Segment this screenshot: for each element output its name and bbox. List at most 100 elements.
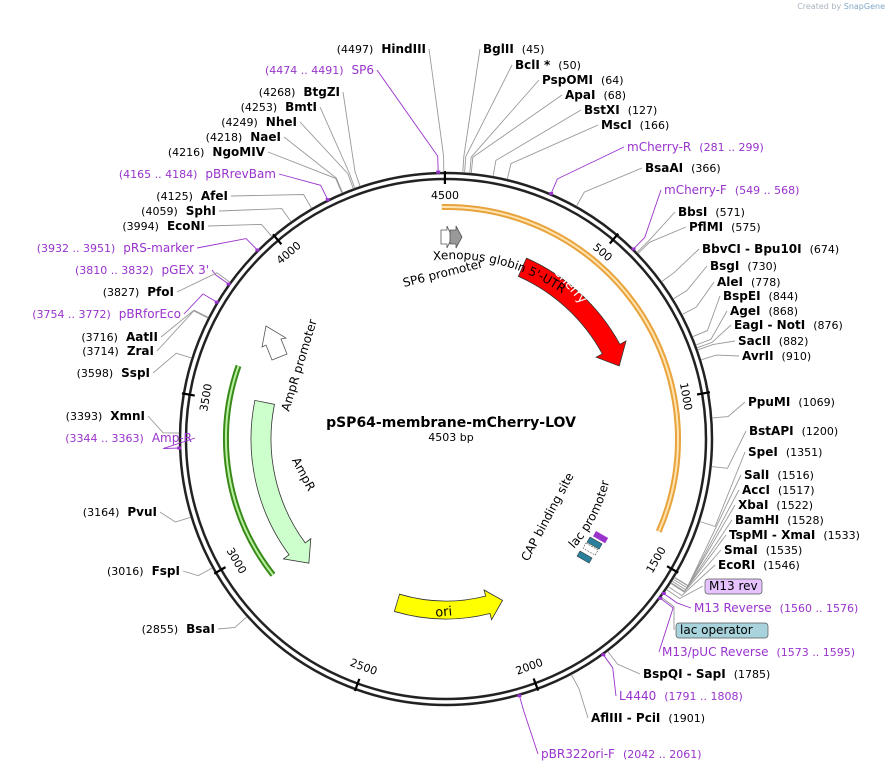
site-label-text: BspQI - SapI(1785) — [643, 667, 770, 681]
site-label-text: ApaI(68) — [565, 88, 626, 102]
site-name: XbaI — [738, 498, 768, 512]
ampr-feature-arrow[interactable] — [250, 399, 312, 564]
enzyme-site-label[interactable]: AleI(778) — [717, 275, 781, 289]
enzyme-site-label[interactable]: BstAPI(1200) — [749, 424, 838, 438]
site-leader-line — [660, 596, 675, 630]
enzyme-site-label[interactable]: XbaI (1522) — [738, 498, 813, 512]
site-position: (549 .. 568) — [735, 184, 800, 197]
enzyme-site-label[interactable]: SpeI(1351) — [748, 445, 822, 459]
enzyme-site-label[interactable]: (4059)SphI — [141, 204, 216, 218]
site-leader-line — [230, 194, 312, 209]
primer-site-label[interactable]: (4165 .. 4184)pBRrevBam — [119, 167, 276, 181]
site-leaders — [147, 48, 747, 755]
site-label-text: (3994)EcoNI — [122, 219, 205, 233]
enzyme-site-label[interactable]: AgeI(868) — [730, 304, 798, 318]
site-name: M13 Reverse — [694, 601, 772, 615]
ori-feature-arrow[interactable] — [393, 589, 504, 621]
enzyme-site-label[interactable]: BbvCI - Bpu10I(674) — [702, 242, 839, 256]
enzyme-site-label[interactable]: (3714)ZraI — [82, 344, 154, 358]
primer-site-label[interactable]: mCherry-F(549 .. 568) — [664, 183, 799, 197]
site-name: EcoRI — [718, 558, 755, 572]
site-label-text: EagI - NotI(876) — [734, 318, 843, 332]
enzyme-site-label[interactable]: (3994)EcoNI — [122, 219, 205, 233]
site-position: (1522) — [776, 499, 813, 512]
site-label-text: (3810 .. 3832)pGEX 3' — [75, 263, 209, 277]
enzyme-site-label[interactable]: (2855)BsaI — [142, 622, 215, 636]
site-label-text: AleI(778) — [717, 275, 781, 289]
enzyme-site-label[interactable]: (4125)AfeI — [156, 189, 228, 203]
site-leader-line — [602, 654, 617, 697]
primer-site-label[interactable]: M13 Reverse(1560 .. 1576) — [694, 601, 858, 615]
site-position: (910) — [782, 350, 812, 363]
enzyme-site-label[interactable]: PpuMI(1069) — [748, 395, 835, 409]
site-label-text: (4218)NaeI — [206, 130, 281, 144]
site-label-text: (3754 .. 3772)pBRforEco — [32, 307, 181, 321]
xenopus-utr-arrow[interactable] — [449, 225, 463, 249]
site-label-text: PflMI(575) — [689, 220, 761, 234]
enzyme-site-label[interactable]: BsaAI(366) — [645, 161, 721, 175]
enzyme-site-label[interactable]: (3393)XmnI — [66, 409, 145, 423]
enzyme-site-label[interactable]: EagI - NotI(876) — [734, 318, 843, 332]
site-label-text: (4497)HindIII — [337, 42, 426, 56]
enzyme-site-label[interactable]: AccI(1517) — [742, 483, 815, 497]
enzyme-site-label[interactable]: AflIII - PciI(1901) — [591, 711, 705, 725]
enzyme-site-label[interactable]: BglII(45) — [483, 42, 544, 56]
tick-label: 1500 — [644, 545, 669, 576]
enzyme-site-label[interactable]: M13 rev — [704, 578, 763, 595]
enzyme-site-label[interactable]: (3016)FspI — [107, 564, 180, 578]
site-leader-line — [699, 451, 746, 528]
enzyme-site-label[interactable]: (3598)SspI — [77, 366, 150, 380]
site-position: (3714) — [82, 345, 119, 358]
enzyme-site-label[interactable]: lac operator — [675, 622, 769, 639]
enzyme-site-label[interactable]: (4268)BtgZI — [259, 85, 340, 99]
enzyme-site-label[interactable]: PspOMI(64) — [542, 73, 624, 87]
enzyme-site-label[interactable]: SmaI(1535) — [724, 543, 802, 557]
mcherry-feature-arrow[interactable] — [517, 257, 627, 367]
enzyme-site-label[interactable]: SacII(882) — [738, 334, 808, 348]
primer-site-label[interactable]: (3810 .. 3832)pGEX 3' — [75, 263, 209, 277]
enzyme-site-label[interactable]: (4216)NgoMIV — [168, 145, 266, 159]
enzyme-site-label[interactable]: TspMI - XmaI(1533) — [729, 528, 860, 542]
site-label-text: BspEI(844) — [723, 289, 798, 303]
primer-site-label[interactable]: mCherry-R(281 .. 299) — [627, 140, 764, 154]
enzyme-site-label[interactable]: ApaI(68) — [565, 88, 626, 102]
enzyme-site-label[interactable]: SalI(1516) — [744, 468, 814, 482]
primer-site-label[interactable]: pBR322ori-F(2042 .. 2061) — [541, 747, 702, 761]
enzyme-site-label[interactable]: BspEI(844) — [723, 289, 798, 303]
enzyme-site-label[interactable]: (3827)PfoI — [103, 285, 174, 299]
enzyme-site-label[interactable]: (4218)NaeI — [206, 130, 281, 144]
primer-site-label[interactable]: M13/pUC Reverse(1573 .. 1595) — [662, 645, 855, 659]
enzyme-site-label[interactable]: MscI(166) — [601, 118, 669, 132]
site-name: mCherry-R — [627, 140, 691, 154]
site-position: (127) — [628, 104, 658, 117]
site-label-text: (3598)SspI — [77, 366, 150, 380]
site-name: FspI — [152, 564, 180, 578]
enzyme-site-label[interactable]: (3164)PvuI — [83, 505, 157, 519]
enzyme-site-label[interactable]: EcoRI(1546) — [718, 558, 800, 572]
site-name: AvrII — [742, 349, 774, 363]
enzyme-site-label[interactable]: (4497)HindIII — [337, 42, 426, 56]
primer-site-label[interactable]: (3754 .. 3772)pBRforEco — [32, 307, 181, 321]
enzyme-site-label[interactable]: (3716)AatII — [81, 330, 158, 344]
primer-site-label[interactable]: (4474 .. 4491)SP6 — [265, 63, 374, 77]
sp6-promoter-arrow[interactable] — [440, 225, 453, 249]
enzyme-site-label[interactable]: (4249)NheI — [221, 115, 297, 129]
site-label-text: AgeI(868) — [730, 304, 798, 318]
enzyme-site-label[interactable]: (4253)BmtI — [241, 100, 317, 114]
enzyme-site-label[interactable]: BclI *(50) — [515, 58, 581, 72]
enzyme-site-label[interactable]: BamHI(1528) — [735, 513, 824, 527]
primer-site-label[interactable]: (3344 .. 3363)Amp-R — [65, 431, 192, 445]
enzyme-site-label[interactable]: AvrII (910) — [742, 349, 811, 363]
enzyme-site-label[interactable]: BbsI(571) — [678, 205, 745, 219]
site-name: AfeI — [201, 189, 228, 203]
enzyme-site-label[interactable]: PflMI(575) — [689, 220, 761, 234]
primer-site-label[interactable]: (3932 .. 3951)pRS-marker — [37, 241, 194, 255]
enzyme-site-label[interactable]: BspQI - SapI(1785) — [643, 667, 770, 681]
primer-site-label[interactable]: L4440(1791 .. 1808) — [619, 689, 743, 703]
site-label-text: (4253)BmtI — [241, 100, 317, 114]
site-leader-line — [670, 549, 722, 593]
ampr-promoter-arrow[interactable] — [261, 325, 288, 361]
enzyme-site-label[interactable]: BsgI(730) — [710, 259, 777, 273]
tick-mark — [181, 392, 195, 397]
enzyme-site-label[interactable]: BstXI(127) — [584, 103, 657, 117]
